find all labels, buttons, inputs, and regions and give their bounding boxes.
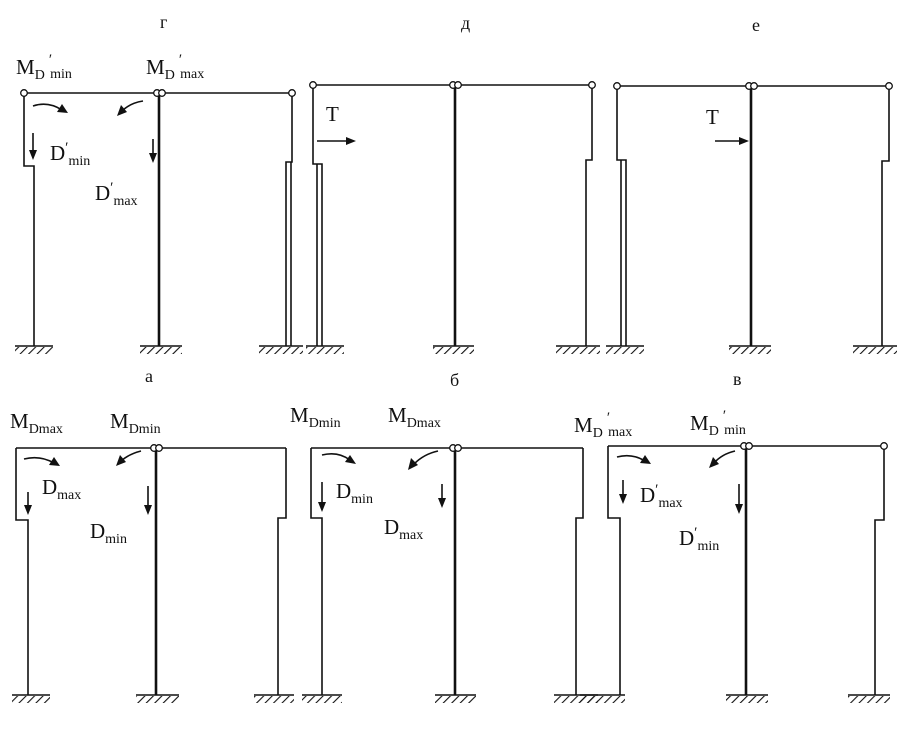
panel-b-label-1: MDmin — [290, 403, 341, 431]
panel-g: г MD′ — [15, 12, 303, 354]
panel-g-frame — [15, 89, 303, 354]
panel-v-arrows — [616, 450, 743, 514]
panel-a-frame — [12, 444, 294, 703]
panel-e-caption: е — [752, 15, 760, 35]
panel-e-frame — [606, 82, 897, 354]
panel-g-label-4: D′max — [95, 180, 138, 209]
panel-b-caption: б — [450, 370, 459, 390]
panel-v-caption: в — [733, 369, 742, 389]
panel-v-frame — [580, 442, 890, 703]
panel-g-label-2: MD′max — [146, 52, 204, 83]
panel-a: а MDmax MD — [10, 366, 294, 703]
panel-v-label-3: D′max — [640, 482, 683, 511]
panel-g-caption: г — [160, 12, 167, 32]
panel-d: д T — [306, 13, 600, 354]
panel-a-arrows — [23, 450, 152, 515]
panel-b-label-4: Dmax — [384, 515, 423, 543]
panel-a-label-4: Dmin — [90, 519, 127, 547]
panel-g-arrows — [29, 100, 157, 163]
panel-a-label-2: MDmin — [110, 409, 161, 437]
panel-v-label-2: MD′min — [690, 408, 746, 439]
panel-a-label-1: MDmax — [10, 409, 63, 437]
panel-v: в MD′max — [574, 369, 890, 703]
panel-e-label-T: T — [706, 105, 719, 129]
panel-g-label-1: MD′min — [16, 52, 72, 83]
panel-b-arrows — [318, 450, 446, 512]
panel-d-arrows — [317, 137, 356, 145]
panel-g-label-3: D′min — [50, 140, 90, 169]
panel-b-label-2: MDmax — [388, 403, 441, 431]
panel-e-arrows — [715, 137, 749, 145]
panel-b: б MDmin MD — [290, 370, 598, 703]
panel-e: е T — [606, 15, 897, 354]
panel-a-caption: а — [145, 366, 153, 386]
panel-d-caption: д — [461, 13, 470, 33]
panel-b-frame — [302, 444, 598, 703]
panel-v-label-1: MD′max — [574, 410, 632, 441]
panel-a-label-3: Dmax — [42, 475, 81, 503]
panel-d-label-T: T — [326, 102, 339, 126]
panel-d-frame — [306, 81, 600, 354]
panel-v-label-4: D′min — [679, 525, 719, 554]
panel-b-label-3: Dmin — [336, 479, 373, 507]
